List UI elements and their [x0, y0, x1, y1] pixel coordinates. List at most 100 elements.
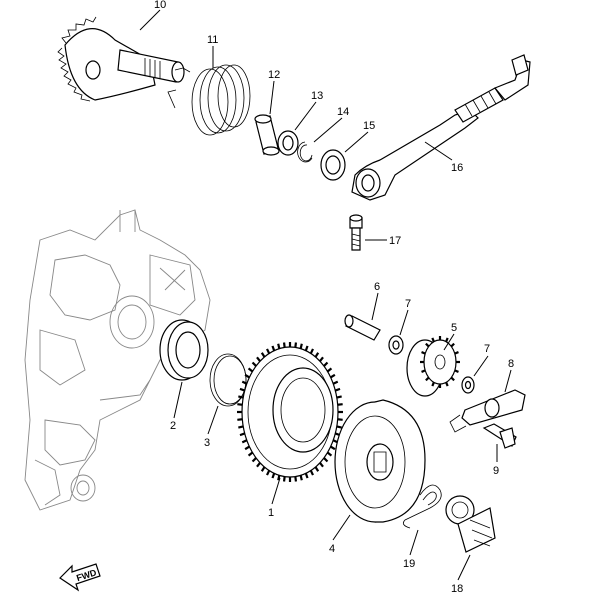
fwd-arrow-icon: FWD	[59, 563, 101, 592]
callout-19: 19	[403, 558, 415, 570]
gear-tooth	[314, 466, 320, 472]
gear-tooth	[326, 451, 333, 457]
part-1-starter-gear	[237, 342, 343, 482]
gear-tooth	[431, 381, 435, 387]
callout-17: 17	[389, 235, 401, 247]
part-17-bolt	[349, 214, 363, 251]
gear-tooth	[247, 451, 254, 457]
gear-tooth	[299, 343, 303, 349]
callout-11: 11	[207, 34, 218, 46]
callout-4: 4	[329, 543, 335, 555]
part-13-washer	[277, 130, 299, 156]
gear-tooth	[241, 439, 248, 444]
callout-10: 10	[154, 0, 166, 11]
callout-1: 1	[268, 507, 274, 519]
gear-tooth	[450, 342, 455, 348]
gear-tooth	[421, 351, 426, 355]
gear-tooth	[266, 470, 271, 476]
gear-tooth	[239, 432, 246, 437]
gear-tooth	[304, 345, 309, 352]
part-5-idle-gear	[406, 336, 460, 397]
part-10-kick-gear	[57, 16, 185, 102]
gear-tooth	[238, 395, 244, 399]
gear-tooth	[277, 343, 281, 349]
callout-16: 16	[451, 162, 463, 174]
part-2-oil-seal	[159, 319, 209, 381]
callout-7a: 7	[405, 298, 411, 310]
gear-tooth	[237, 418, 243, 421]
callout-6: 6	[374, 281, 380, 293]
callout-labels: 10 11 12 13 14 15 16 17 6 7 5 7 8 9 2 3 …	[154, 0, 514, 595]
part-3-ring	[209, 353, 247, 407]
gear-tooth	[450, 376, 455, 382]
part-14-circlip	[297, 141, 313, 163]
callout-18: 18	[451, 583, 463, 595]
gear-tooth	[431, 337, 435, 343]
gear-tooth	[251, 457, 257, 463]
callout-7b: 7	[484, 343, 490, 355]
callout-14: 14	[337, 106, 349, 118]
gear-tooth	[256, 356, 261, 362]
gear-tooth	[337, 403, 343, 406]
gear-tooth	[277, 475, 281, 481]
gear-tooth	[304, 472, 309, 479]
gear-tooth	[282, 476, 286, 482]
gear-tooth	[294, 342, 298, 348]
part-6-pin	[344, 314, 381, 341]
gear-tooth	[323, 457, 329, 463]
gear-tooth	[238, 425, 244, 429]
gear-tooth	[454, 351, 459, 355]
gear-tooth	[299, 475, 303, 481]
part-15-seal	[320, 149, 346, 181]
callout-5: 5	[451, 322, 457, 334]
gear-tooth	[282, 342, 286, 348]
gear-tooth	[271, 472, 276, 479]
gear-tooth	[319, 356, 324, 362]
gear-tooth	[454, 369, 459, 373]
callout-9: 9	[493, 465, 499, 477]
leader-lines	[139, 9, 512, 581]
gear-tooth	[336, 425, 342, 429]
gear-tooth	[244, 445, 250, 451]
gear-tooth	[251, 361, 257, 367]
gear-tooth	[294, 476, 298, 482]
gear-tooth	[237, 403, 243, 406]
callout-8: 8	[508, 358, 514, 370]
gear-tooth	[260, 352, 266, 358]
gear-tooth	[421, 369, 426, 373]
part-18-drive-gear	[445, 495, 496, 553]
gear-tooth	[271, 345, 276, 352]
gear-tooth	[319, 462, 324, 468]
part-19-spring-clip	[402, 484, 442, 529]
gear-tooth	[260, 466, 266, 472]
gear-tooth	[336, 395, 342, 399]
gear-tooth	[337, 418, 343, 421]
gear-tooth	[244, 373, 250, 379]
gear-tooth	[332, 380, 339, 385]
gear-tooth	[330, 373, 336, 379]
callout-15: 15	[363, 120, 375, 132]
gear-tooth	[266, 348, 271, 354]
gear-tooth	[309, 470, 314, 476]
gear-tooth	[445, 381, 449, 387]
callout-2: 2	[170, 420, 176, 432]
gear-tooth	[425, 376, 430, 382]
gear-tooth	[239, 387, 246, 392]
gear-tooth	[309, 348, 314, 354]
gear-tooth	[326, 367, 333, 373]
part-7-washer-b	[461, 376, 475, 394]
gear-tooth	[256, 462, 261, 468]
gear-tooth	[445, 337, 449, 343]
part-9-bolt	[482, 423, 517, 449]
gear-tooth	[241, 380, 248, 385]
callout-13: 13	[311, 90, 323, 102]
callout-12: 12	[268, 69, 280, 81]
crankcase-outline	[24, 209, 211, 511]
gear-tooth	[323, 361, 329, 367]
part-7-washer-a	[388, 335, 404, 355]
part-4-starter-clutch	[334, 399, 426, 523]
part-12-bushing	[254, 114, 280, 156]
gear-tooth	[334, 387, 341, 392]
part-11-spring	[167, 64, 251, 136]
